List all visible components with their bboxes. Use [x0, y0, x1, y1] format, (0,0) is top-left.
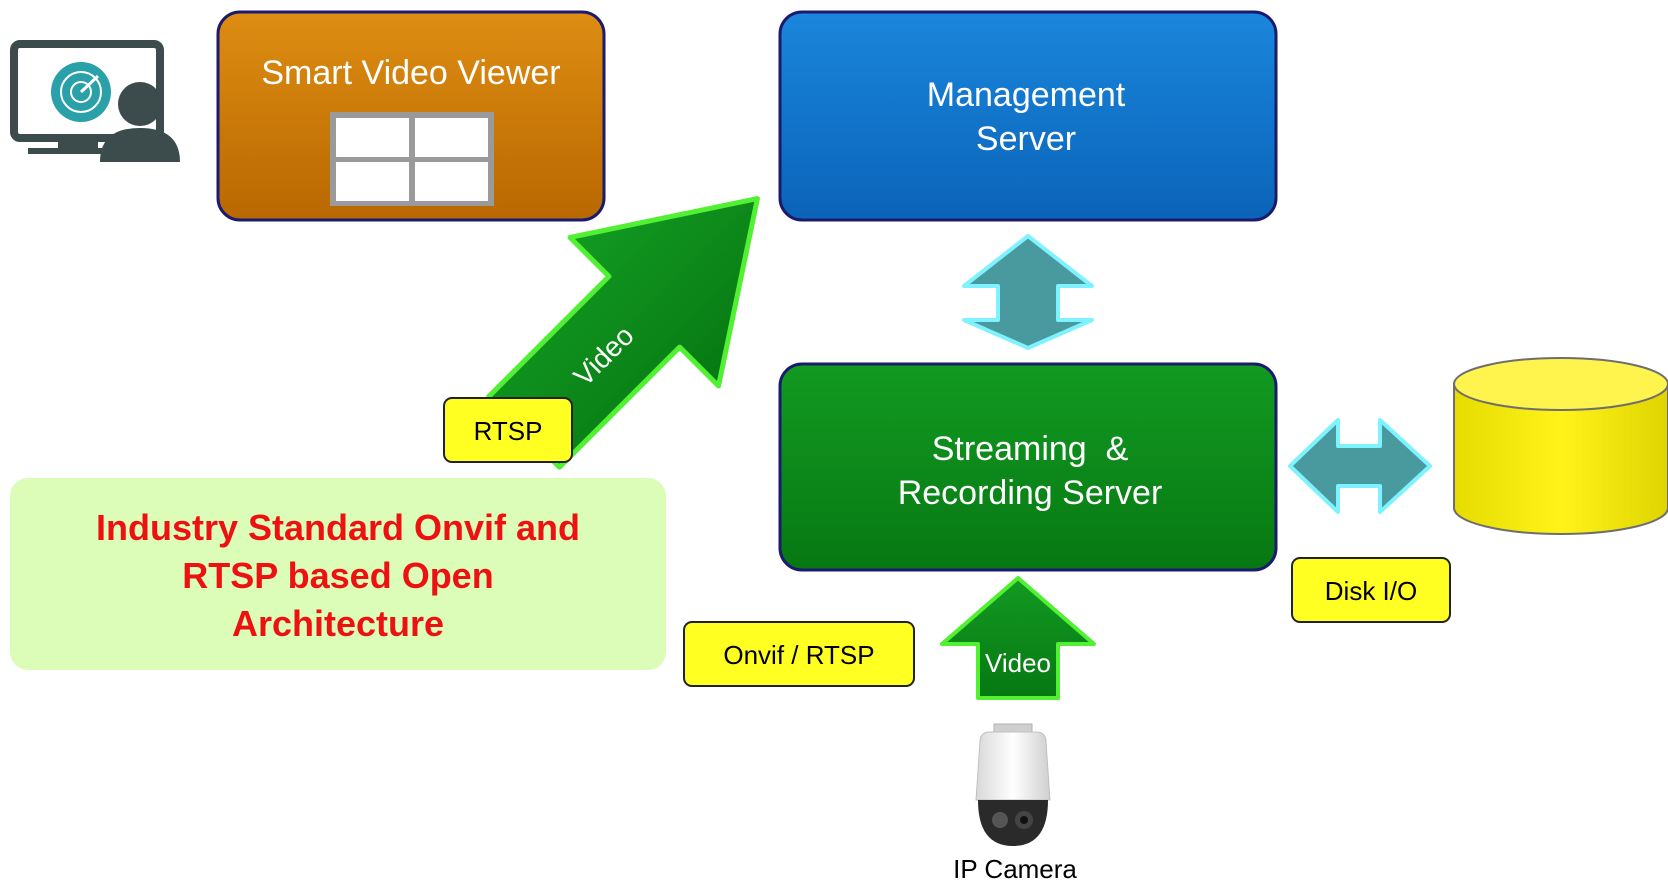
disk-io-tag: Disk I/O: [1291, 557, 1451, 623]
onvif-rtsp-tag: Onvif / RTSP: [683, 621, 915, 687]
rtsp-tag: RTSP: [443, 397, 573, 463]
disk-io-tag-label: Disk I/O: [1325, 576, 1417, 606]
management-server-label-line2: Server: [976, 120, 1076, 158]
callout-line3: Architecture: [232, 603, 444, 644]
smart-video-viewer-node: Smart Video Viewer: [216, 10, 606, 222]
operator-monitor-icon: [10, 40, 180, 162]
management-server-label-line1: Management: [927, 76, 1126, 114]
architecture-callout: Industry Standard Onvif and RTSP based O…: [10, 478, 666, 670]
streaming-server-label-line2: Recording Server: [898, 474, 1163, 512]
database-cylinder-icon: [1453, 357, 1668, 535]
disk-io-link-arrow: [1288, 418, 1432, 514]
ip-camera-label: IP Camera: [953, 854, 1077, 884]
management-server-node: Management Server: [778, 10, 1278, 222]
ptz-camera-icon: [975, 723, 1051, 846]
callout-line1: Industry Standard Onvif and: [96, 507, 580, 548]
smart-video-viewer-label: Smart Video Viewer: [261, 54, 560, 92]
streaming-recording-server-node: Streaming & Recording Server: [778, 362, 1278, 572]
callout-line2: RTSP based Open: [182, 555, 493, 596]
grid-view-icon: [330, 112, 494, 206]
management-streaming-link-arrow: [962, 234, 1094, 350]
rtsp-tag-label: RTSP: [474, 416, 543, 446]
onvif-rtsp-tag-label: Onvif / RTSP: [723, 640, 874, 670]
streaming-server-label-line1: Streaming &: [932, 430, 1129, 468]
camera-video-arrow: Video: [940, 576, 1096, 700]
camera-video-arrow-label: Video: [985, 648, 1051, 678]
